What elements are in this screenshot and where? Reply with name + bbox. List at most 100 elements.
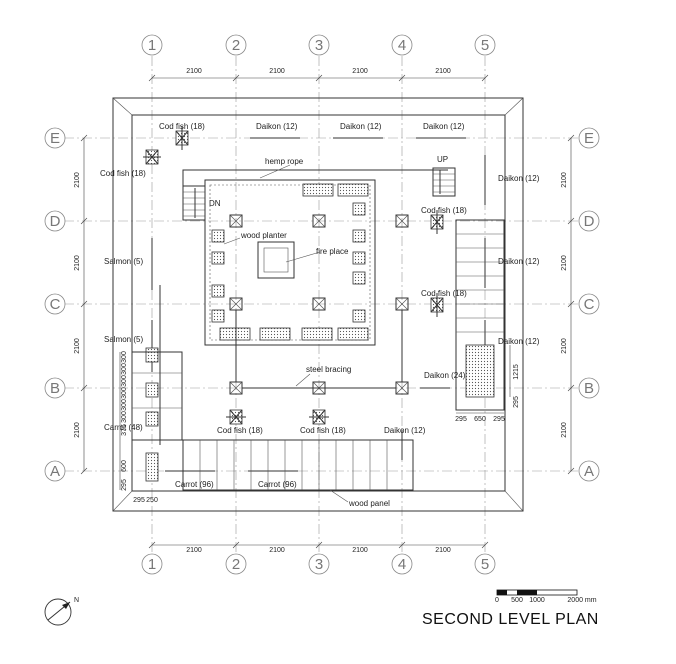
carrot-48-label: Carrot (48): [104, 423, 143, 432]
dim-stair-295c: 295: [513, 396, 520, 408]
dim-top-4: 2100: [435, 68, 451, 75]
dim-left-3: 2100: [74, 338, 81, 354]
dim-left-600: 600: [121, 460, 128, 472]
dimension-right: 2100 2100 2100 2100: [561, 134, 575, 475]
dim-left-300e: 300: [121, 399, 128, 411]
north-arrow-icon: N: [44, 597, 79, 626]
dim-left-295: 295: [121, 479, 128, 491]
stair-down: DN: [182, 185, 221, 221]
carrot-96-1-label: Carrot (96): [175, 480, 214, 489]
row-bubbles-right: E D C B A: [578, 127, 600, 482]
planters: [211, 183, 369, 341]
grid-label-col-5-bottom: 5: [481, 556, 489, 573]
dim-bottom-4: 2100: [435, 547, 451, 554]
daikon-24-label: Daikon (24): [424, 371, 466, 380]
column-d3: [312, 214, 326, 228]
dim-right-4: 2100: [561, 422, 568, 438]
grid-label-row-c-left: C: [50, 296, 61, 313]
grid-label-col-4-bottom: 4: [398, 556, 406, 573]
dim-left-4: 2100: [74, 422, 81, 438]
dim-bottom-3: 2100: [352, 547, 368, 554]
dim-left-300f: 300: [121, 411, 128, 423]
steel-bracing-label: steel bracing: [306, 365, 351, 374]
wood-planter-label: wood planter: [240, 231, 287, 240]
stair-down-label: DN: [209, 199, 221, 208]
daikon-right-3-label: Daikon (12): [498, 337, 540, 346]
grid-label-row-e-right: E: [584, 130, 594, 147]
grid-label-col-1-top: 1: [148, 37, 156, 54]
column-c3: [312, 297, 326, 311]
dim-bottom-250: 250: [146, 497, 158, 504]
dim-top-3: 2100: [352, 68, 368, 75]
scale-1000: 1000: [529, 597, 545, 604]
column-d2: [229, 214, 243, 228]
cod-fish-marker: [430, 293, 444, 317]
grid-label-col-3-top: 3: [315, 37, 323, 54]
daikon-e2-label: Daikon (12): [256, 122, 298, 131]
salmon-2-label: Salmon (5): [104, 335, 143, 344]
dim-stair-295a: 295: [455, 416, 467, 423]
cod-fish-marker: [226, 409, 246, 425]
dim-bottom-1: 2100: [186, 547, 202, 554]
dim-right-2: 2100: [561, 255, 568, 271]
dim-stair-295b: 295: [493, 416, 505, 423]
daikon-right-1-label: Daikon (12): [498, 174, 540, 183]
grid-label-col-4-top: 4: [398, 37, 406, 54]
cod-fish-left-label: Cod fish (18): [100, 169, 146, 178]
column-bubbles-top: 1 2 3 4 5: [141, 34, 496, 56]
stair-up-label: UP: [437, 155, 448, 164]
cod-fish-d4-label: Cod fish (18): [421, 206, 467, 215]
right-stair: 295 650 295 1215 295: [455, 219, 520, 423]
dim-top-2: 2100: [269, 68, 285, 75]
dim-bottom-295: 295: [133, 497, 145, 504]
grid-label-col-5-top: 5: [481, 37, 489, 54]
grid-label-row-c-right: C: [584, 296, 595, 313]
cod-fish-e1-label: Cod fish (18): [159, 122, 205, 131]
fireplace-label: fire place: [316, 247, 349, 256]
dim-left-300d: 300: [121, 387, 128, 399]
dim-top-1: 2100: [186, 68, 202, 75]
dim-stair-1215: 1215: [513, 364, 520, 380]
grid-label-col-1-bottom: 1: [148, 556, 156, 573]
daikon-e4-label: Daikon (12): [423, 122, 465, 131]
dim-right-1: 2100: [561, 172, 568, 188]
roof-outline: [112, 97, 524, 512]
wood-panel-stair: wood panel: [182, 439, 414, 508]
grid-label-col-2-bottom: 2: [232, 556, 240, 573]
cod-fish-marker: [309, 409, 329, 425]
grid-label-col-2-top: 2: [232, 37, 240, 54]
dimension-top: 2100 2100 2100 2100: [148, 68, 489, 82]
cod-fish-b2-label: Cod fish (18): [217, 426, 263, 435]
cod-fish-b3-label: Cod fish (18): [300, 426, 346, 435]
dimension-left: 2100 2100 2100 2100: [74, 134, 88, 475]
central-room: fire place wood planter: [204, 179, 376, 346]
cod-fish-c4-label: Cod fish (18): [421, 289, 467, 298]
dim-left-2: 2100: [74, 255, 81, 271]
dim-left-300c: 300: [121, 375, 128, 387]
hemp-rope: hemp rope: [182, 157, 448, 193]
daikon-b4-label: Daikon (12): [384, 426, 426, 435]
grid-label-row-e-left: E: [50, 130, 60, 147]
dim-left-300a: 300: [121, 351, 128, 363]
column-d4: [395, 214, 409, 228]
grid-label-row-d-left: D: [50, 213, 61, 230]
stair-up: UP: [432, 155, 456, 197]
grid-label-row-d-right: D: [584, 213, 595, 230]
dim-right-3: 2100: [561, 338, 568, 354]
scale-0: 0: [495, 597, 499, 604]
grid-label-row-b-left: B: [50, 380, 60, 397]
scale-2000: 2000 mm: [567, 597, 596, 604]
grid-label-row-b-right: B: [584, 380, 594, 397]
grid-label-row-a-right: A: [584, 463, 594, 480]
row-bubbles-left: E D C B A: [44, 127, 66, 482]
scale-500: 500: [511, 597, 523, 604]
grid-label-row-a-left: A: [50, 463, 60, 480]
item-labels: Cod fish (18) Cod fish (18) Daikon (12) …: [100, 122, 540, 489]
hanging-items: [143, 126, 486, 482]
dim-left-375: 375: [121, 424, 128, 436]
wood-panel-label: wood panel: [348, 499, 390, 508]
carrot-96-2-label: Carrot (96): [258, 480, 297, 489]
daikon-right-2-label: Daikon (12): [498, 257, 540, 266]
hemp-rope-label: hemp rope: [265, 157, 304, 166]
